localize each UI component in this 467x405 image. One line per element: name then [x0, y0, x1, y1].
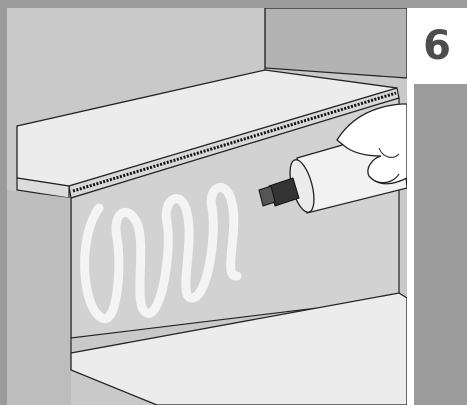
step-number: 6: [407, 26, 467, 66]
top-frame-border: [0, 0, 467, 8]
left-side-wall: [7, 190, 71, 405]
step-side-panel: 6: [407, 8, 467, 405]
left-frame-border: [0, 0, 7, 405]
step-illustration: [7, 8, 407, 405]
stair-glue-illustration: [7, 8, 407, 405]
back-wall-corner: [265, 8, 407, 78]
side-color-bar: [414, 84, 467, 405]
